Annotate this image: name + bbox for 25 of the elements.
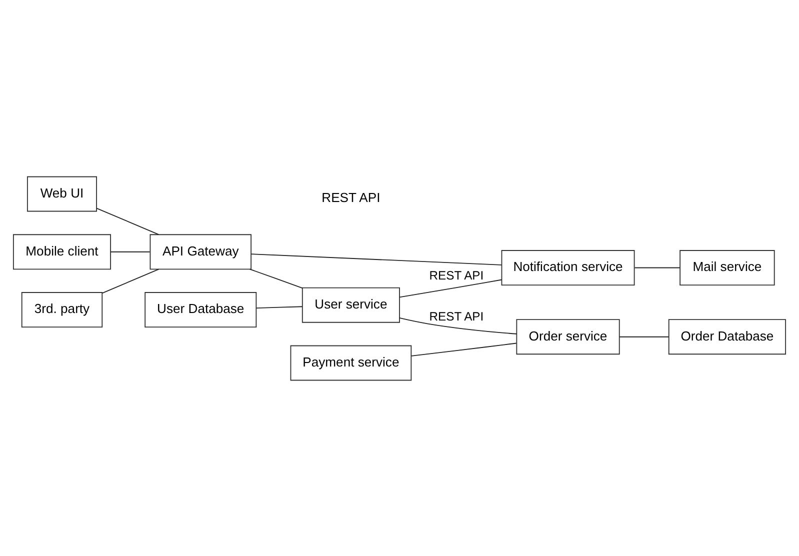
node-box: Mail service bbox=[680, 250, 775, 285]
connector bbox=[110, 250, 150, 252]
connector bbox=[411, 342, 517, 356]
edge-label: REST API bbox=[429, 268, 484, 282]
edge-label: REST API bbox=[429, 308, 484, 323]
connector bbox=[96, 207, 160, 235]
label: REST API bbox=[322, 190, 380, 205]
node-box: User service bbox=[302, 286, 400, 322]
node-box: User Database bbox=[144, 292, 257, 328]
connector bbox=[619, 336, 670, 337]
connector bbox=[256, 306, 303, 308]
connector bbox=[249, 268, 303, 288]
node-box: Notification service bbox=[501, 250, 635, 285]
connector bbox=[634, 266, 680, 268]
node-box: API Gateway bbox=[150, 234, 252, 270]
connector bbox=[102, 268, 160, 293]
node-box: Order Database bbox=[668, 318, 786, 354]
connector bbox=[250, 253, 502, 265]
node-box: Web UI bbox=[26, 176, 97, 212]
node-box: 3rd. party bbox=[21, 292, 103, 328]
connector bbox=[399, 278, 502, 298]
node-box: Mobile client bbox=[12, 234, 111, 270]
connector bbox=[399, 316, 518, 334]
node-box: Order service bbox=[516, 318, 620, 354]
node-box: Payment service bbox=[290, 344, 412, 380]
